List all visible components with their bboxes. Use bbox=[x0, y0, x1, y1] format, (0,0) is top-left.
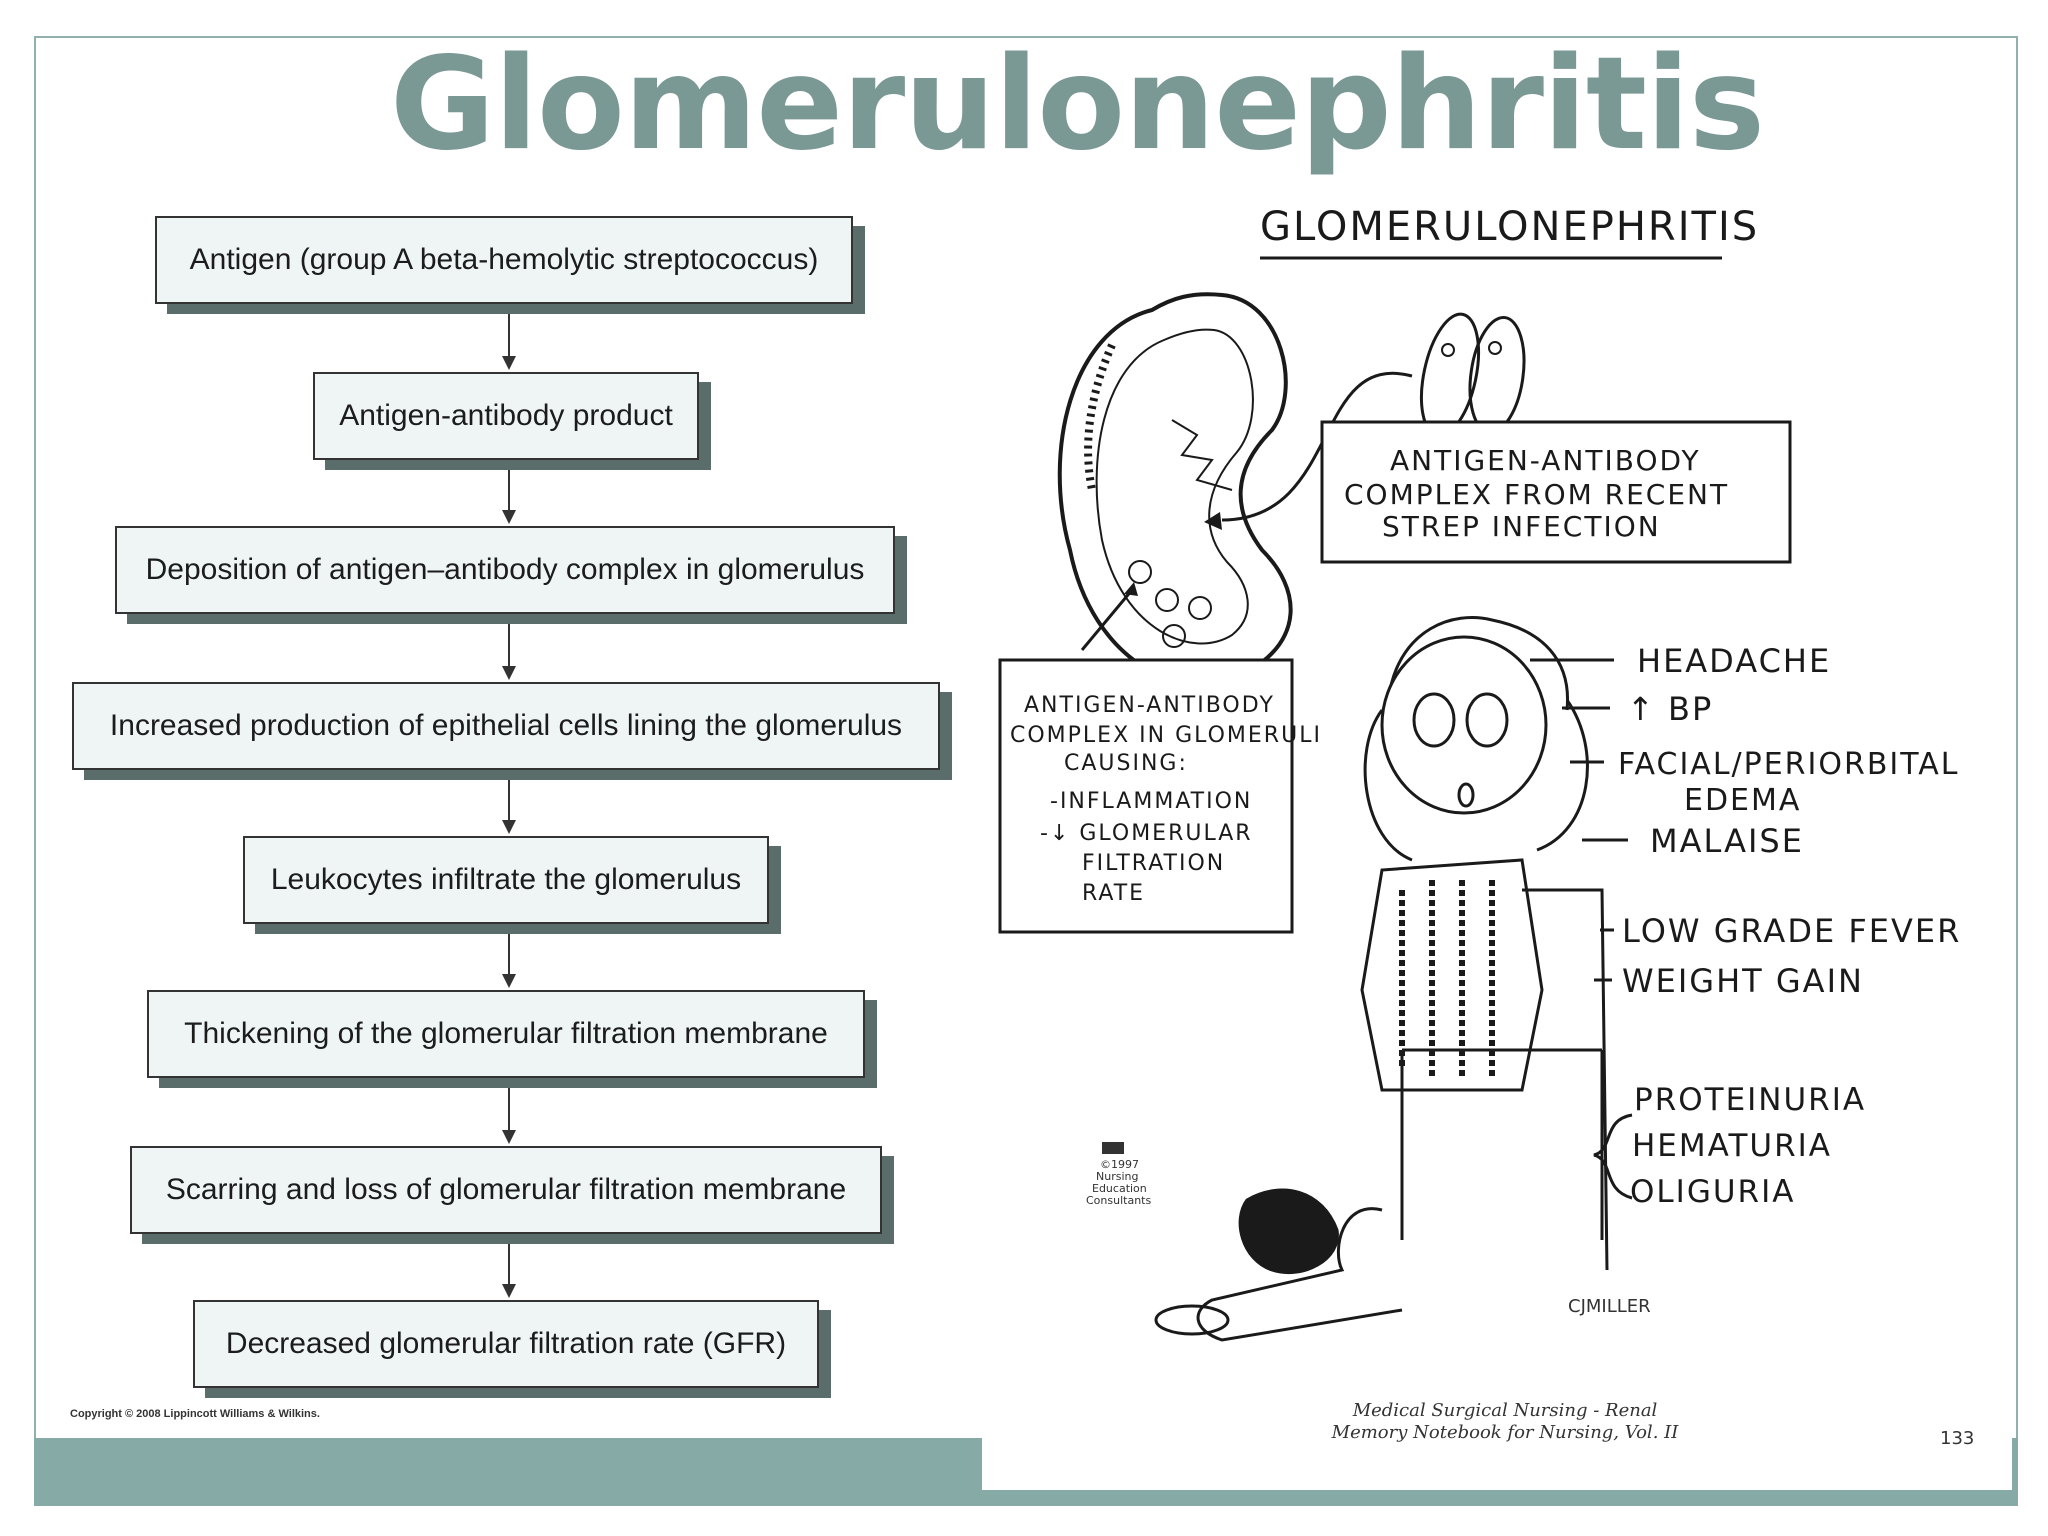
logo-line-2: Nursing bbox=[1096, 1170, 1138, 1183]
logo-line-4: Consultants bbox=[1086, 1194, 1151, 1207]
glomeruli-box-line-7: RATE bbox=[1082, 881, 1145, 906]
flow-arrow-head bbox=[502, 356, 516, 370]
flow-step-1: Antigen (group A beta-hemolytic streptoc… bbox=[155, 216, 853, 304]
flow-step-2: Antigen-antibody product bbox=[313, 372, 699, 460]
copyright-note: Copyright © 2008 Lippincott Williams & W… bbox=[70, 1408, 320, 1420]
cartoon-drawing: GLOMERULONEPHRITIS ANTIGEN-ANTIBODY COMP… bbox=[998, 204, 1961, 1342]
strep-box-line-2: COMPLEX FROM RECENT bbox=[1344, 478, 1729, 511]
finding-hematuria: HEMATURIA bbox=[1632, 1128, 1832, 1164]
glomeruli-box-line-3: CAUSING: bbox=[1064, 751, 1188, 776]
flow-arrow-head bbox=[502, 510, 516, 524]
logo-line-1: ©1997 bbox=[1100, 1158, 1139, 1171]
glomeruli-box-line-2: COMPLEX IN GLOMERULI bbox=[1010, 723, 1322, 748]
symptom-edema-line-2: EDEMA bbox=[1684, 783, 1801, 818]
signature: CJMILLER bbox=[1568, 1296, 1651, 1317]
strep-box-line-3: STREP INFECTION bbox=[1382, 510, 1661, 543]
flow-step-8: Decreased glomerular filtration rate (GF… bbox=[193, 1300, 819, 1388]
flow-step-6: Thickening of the glomerular filtration … bbox=[147, 990, 865, 1078]
flow-arrow-head bbox=[502, 1130, 516, 1144]
finding-proteinuria: PROTEINURIA bbox=[1634, 1082, 1866, 1118]
symptom-edema-line-1: FACIAL/PERIORBITAL bbox=[1618, 747, 1960, 782]
symptom-malaise: MALAISE bbox=[1650, 822, 1804, 860]
source-line-1: Medical Surgical Nursing - Renal bbox=[1352, 1400, 1658, 1421]
page-number: 133 bbox=[1940, 1428, 1975, 1449]
flow-step-3: Deposition of antigen–antibody complex i… bbox=[115, 526, 895, 614]
source-citation: Medical Surgical Nursing - Renal Memory … bbox=[1330, 1400, 1680, 1444]
logo-mark-icon bbox=[1102, 1142, 1124, 1154]
strep-box-line-1: ANTIGEN-ANTIBODY bbox=[1390, 444, 1701, 477]
patient-drawing bbox=[1154, 616, 1609, 1342]
glomeruli-box-line-6: FILTRATION bbox=[1082, 851, 1225, 876]
symptom-headache: HEADACHE bbox=[1637, 642, 1831, 680]
source-line-2: Memory Notebook for Nursing, Vol. II bbox=[1331, 1422, 1679, 1443]
glomeruli-box-line-1: ANTIGEN-ANTIBODY bbox=[1024, 693, 1275, 718]
symptom-weight-gain: WEIGHT GAIN bbox=[1622, 962, 1864, 1000]
finding-oliguria: OLIGURIA bbox=[1630, 1174, 1795, 1210]
flow-step-5: Leukocytes infiltrate the glomerulus bbox=[243, 836, 769, 924]
cartoon-heading: GLOMERULONEPHRITIS bbox=[1260, 204, 1759, 250]
kidney-drawing bbox=[1057, 292, 1293, 686]
flow-arrow-head bbox=[502, 1284, 516, 1298]
flow-arrow-head bbox=[502, 666, 516, 680]
glomeruli-box-line-5: -↓ GLOMERULAR bbox=[1040, 821, 1253, 846]
symptom-fever: LOW GRADE FEVER bbox=[1622, 912, 1961, 950]
cartoon-illustration: GLOMERULONEPHRITIS ANTIGEN-ANTIBODY COMP… bbox=[982, 190, 2012, 1490]
flowchart-arrows bbox=[502, 314, 516, 1298]
flow-arrow-head bbox=[502, 820, 516, 834]
symptom-bp: ↑ BP bbox=[1627, 690, 1713, 728]
flow-arrow-head bbox=[502, 974, 516, 988]
flow-step-4: Increased production of epithelial cells… bbox=[72, 682, 940, 770]
logo-line-3: Education bbox=[1092, 1182, 1147, 1195]
glomeruli-box-line-4: -INFLAMMATION bbox=[1050, 789, 1252, 814]
slide-title: Glomerulonephritis bbox=[390, 30, 1765, 179]
flow-step-7: Scarring and loss of glomerular filtrati… bbox=[130, 1146, 882, 1234]
